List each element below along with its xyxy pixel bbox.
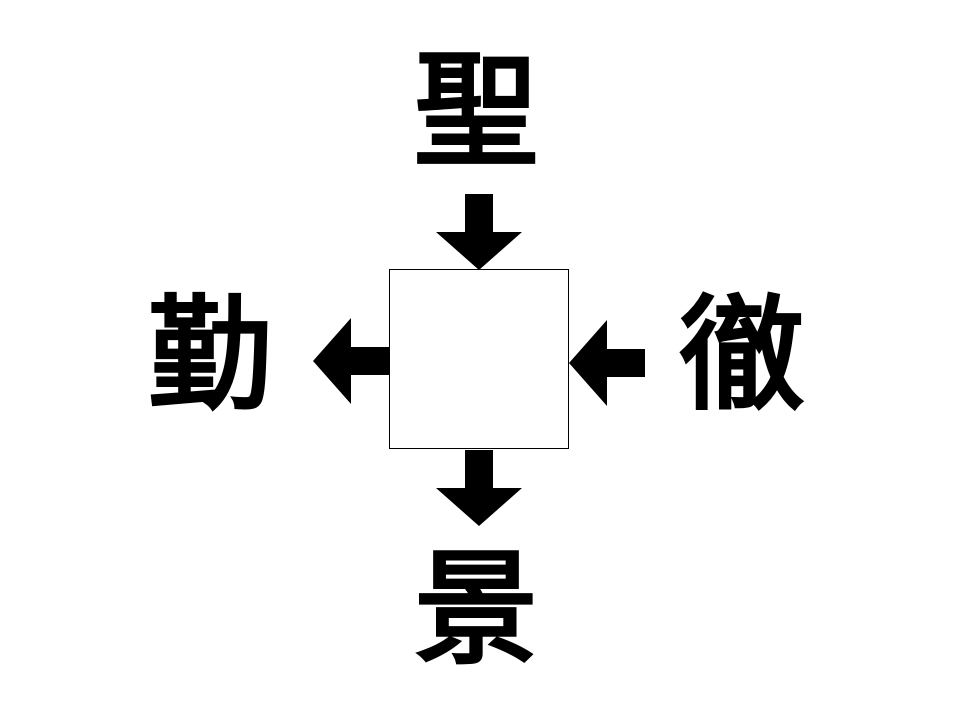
- arrow-down-icon: [436, 450, 522, 526]
- arrow-left-icon: [569, 320, 645, 406]
- left-kanji: 勤: [147, 284, 272, 428]
- bottom-kanji: 景: [413, 538, 538, 682]
- arrow-down-icon: [436, 194, 522, 270]
- answer-box[interactable]: [389, 269, 569, 449]
- arrow-left-icon: [313, 318, 389, 404]
- top-kanji: 聖: [413, 40, 538, 184]
- right-kanji: 徹: [679, 284, 804, 428]
